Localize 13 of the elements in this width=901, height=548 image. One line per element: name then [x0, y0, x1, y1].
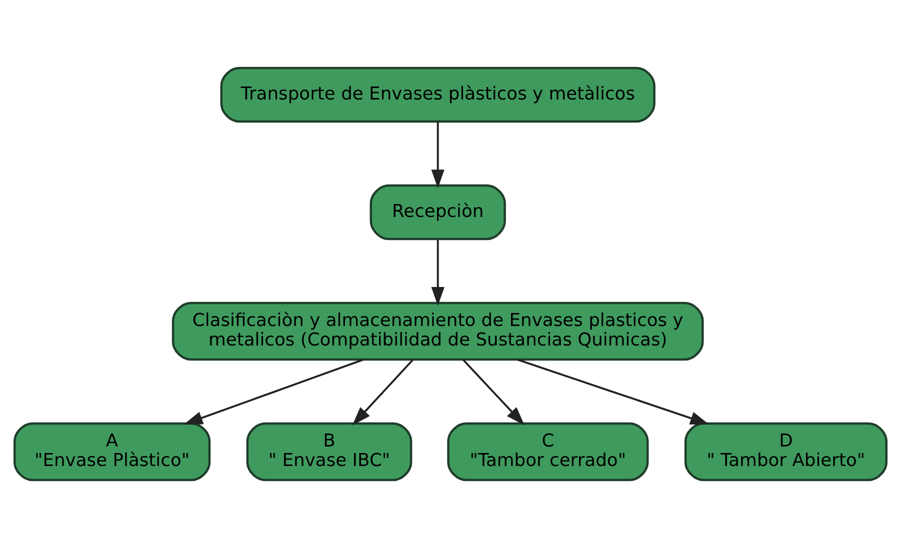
- arrow: [184, 358, 364, 424]
- node-box: Recepciòn: [370, 184, 506, 240]
- node-box: B " Envase IBC": [246, 422, 412, 482]
- node-box: Clasificaciòn y almacenamiento de Envases plasticos y metalicos (Compatibilidad de Sustancias Quimicas): [172, 302, 704, 361]
- arrow: [352, 359, 414, 426]
- arrow: [431, 122, 444, 188]
- node-box: A "Envase Plàstico": [13, 422, 211, 482]
- node-box: Transporte de Envases plàsticos y metàlicos: [220, 66, 656, 123]
- node-box: C "Tambor cerrado": [447, 422, 649, 482]
- arrow: [516, 358, 710, 425]
- arrow: [462, 359, 525, 426]
- arrow: [431, 240, 444, 306]
- node-box: D " Tambor Abierto": [684, 422, 888, 482]
